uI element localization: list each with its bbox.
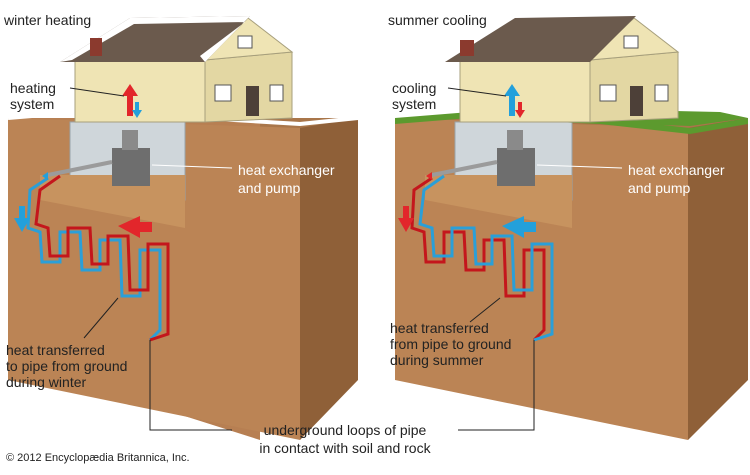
winter-exchanger-label-1: heat exchanger [238, 162, 335, 178]
winter-transfer-label-1: heat transferred [6, 342, 105, 358]
winter-window-2 [269, 84, 284, 102]
summer-window-2 [654, 84, 669, 102]
summer-cool-down-arrow [515, 102, 525, 118]
summer-soil-side [688, 118, 748, 440]
winter-exchanger-label-2: and pump [238, 180, 301, 196]
shared-loops-bracket [149, 340, 232, 431]
summer-exchanger-label-2: and pump [628, 180, 691, 196]
summer-pipe-connector [431, 160, 498, 177]
winter-transfer-label-2: to pipe from ground [6, 358, 128, 374]
summer-exchanger-label-1: heat exchanger [628, 162, 725, 178]
winter-system-leader [69, 87, 125, 97]
winter-gable-window [237, 35, 253, 49]
summer-hot-pipe-loop [410, 176, 546, 342]
winter-window [214, 84, 232, 102]
shared-loops-label-1: underground loops of pipe [263, 422, 427, 438]
winter-system-label-1: heating [10, 80, 56, 96]
winter-transfer-leader [83, 297, 119, 339]
winter-trench [40, 175, 185, 228]
summer-transfer-leader [469, 297, 501, 323]
winter-pipe-connector [47, 160, 113, 177]
summer-flow-arrow-in [502, 216, 536, 238]
summer-window [599, 84, 617, 102]
winter-soil-side [300, 118, 358, 440]
winter-title: winter heating [4, 12, 92, 28]
winter-cold-pipe-loop [26, 176, 162, 342]
winter-heat-exchanger [112, 148, 150, 186]
summer-gable-window [623, 35, 639, 49]
summer-trench [425, 175, 572, 228]
summer-flow-arrow-down [398, 206, 414, 232]
summer-exchanger-leader [536, 164, 623, 169]
winter-heat-down-arrow [132, 102, 142, 118]
winter-pump [122, 130, 138, 150]
winter-heat-up-arrow [122, 84, 138, 116]
winter-door [246, 86, 259, 116]
winter-hot-pipe-loop [34, 174, 170, 342]
summer-pump [507, 130, 523, 150]
summer-transfer-label-2: from pipe to ground [390, 336, 512, 352]
shared-loops-label-2: in contact with soil and rock [259, 440, 431, 456]
summer-chimney [460, 40, 474, 56]
winter-system-label-2: system [10, 96, 55, 112]
winter-chimney [90, 38, 102, 56]
summer-transfer-label-3: during summer [390, 352, 484, 368]
winter-roof [60, 16, 250, 62]
shared-loops-bracket-right [458, 340, 535, 431]
winter-flow-arrow-in [118, 216, 152, 238]
summer-system-label-2: system [392, 96, 437, 112]
copyright-text: © 2012 Encyclopædia Britannica, Inc. [6, 452, 190, 464]
summer-house-wall-front [459, 59, 591, 123]
summer-door [630, 86, 643, 116]
summer-flow-arrow-small [426, 172, 432, 180]
summer-heat-exchanger [497, 148, 535, 186]
summer-panel [395, 16, 748, 440]
summer-transfer-label-1: heat transferred [390, 320, 489, 336]
summer-roof [445, 16, 636, 62]
winter-flow-arrow-down [14, 206, 30, 232]
summer-title: summer cooling [388, 12, 487, 28]
winter-flow-arrow-small [42, 172, 48, 180]
winter-transfer-label-3: during winter [6, 374, 87, 390]
summer-cold-pipe-loop [418, 174, 554, 342]
winter-panel [7, 16, 359, 440]
summer-system-leader [447, 87, 507, 97]
summer-cool-up-arrow [504, 84, 520, 116]
winter-exchanger-leader [151, 164, 233, 169]
summer-system-label-1: cooling [392, 80, 437, 96]
